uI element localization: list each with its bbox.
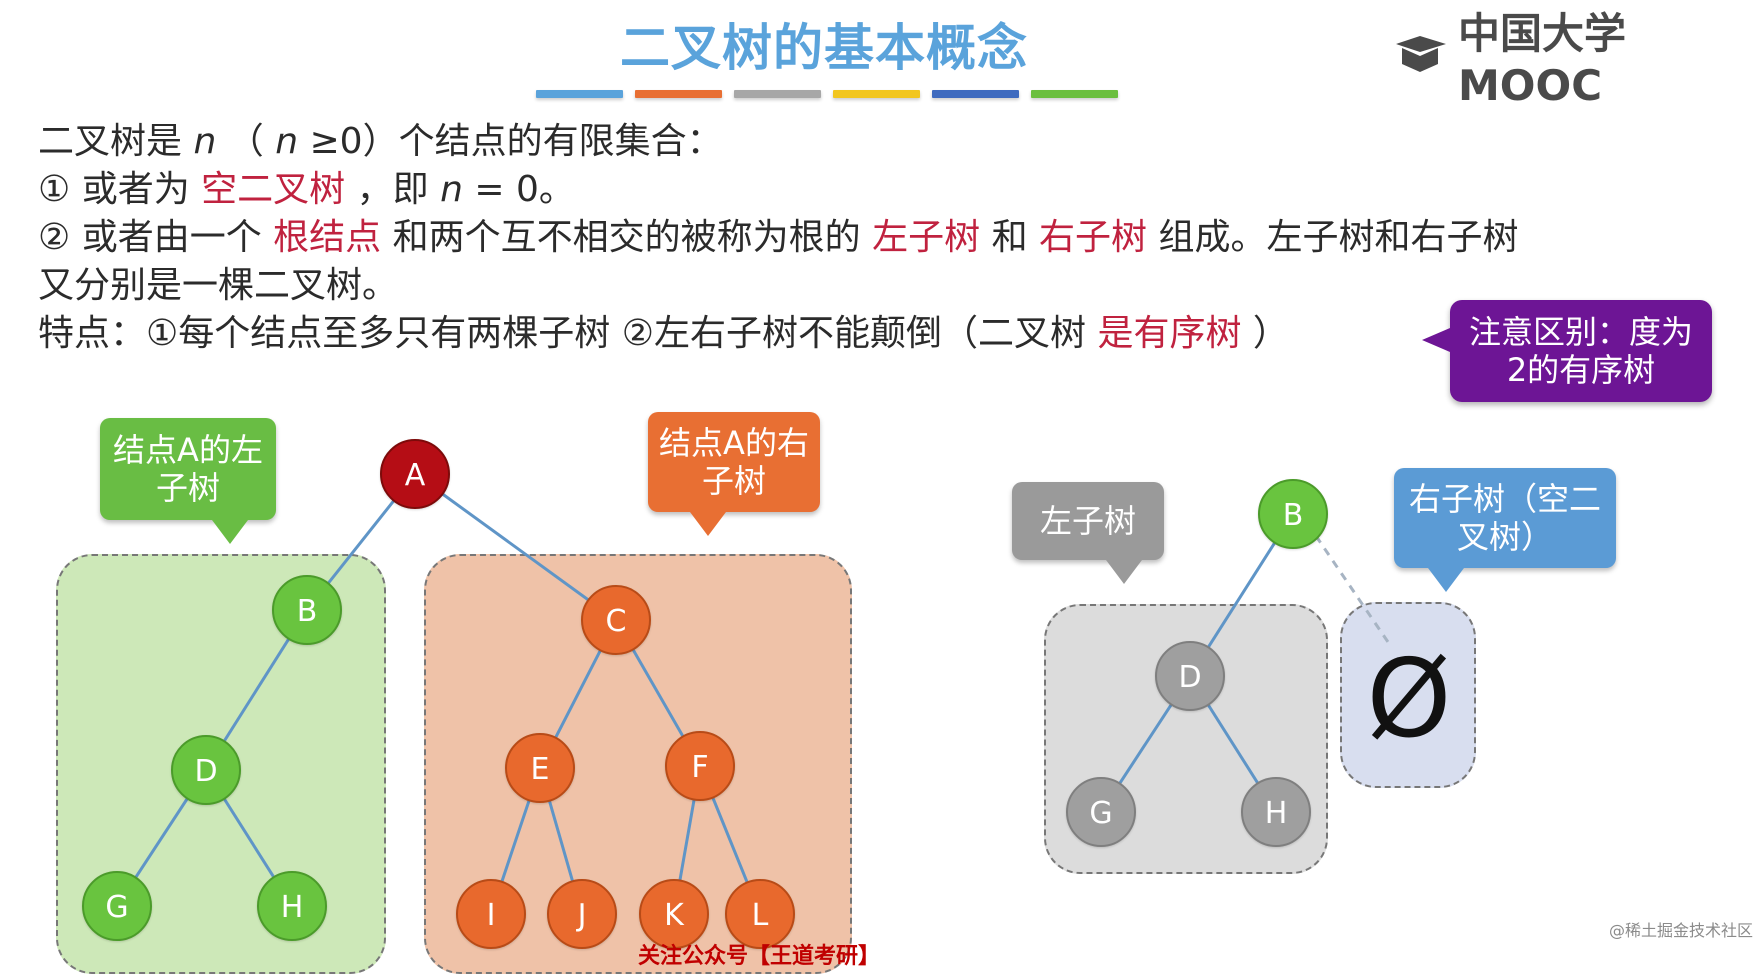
definition-line-1-n2: n [275, 121, 299, 162]
left-subtree-callout: 左子树 [1012, 482, 1164, 584]
tree-node-B-left: B [272, 575, 342, 645]
definition-line-5-part-b: ） [1252, 313, 1289, 354]
tree-node-F: F [665, 731, 735, 801]
definition-line-3-highlight-2: 左子树 [872, 217, 981, 258]
definition-line-1: 二叉树是 n （ n ≥0）个结点的有限集合： [38, 118, 1598, 166]
definition-line-2-n: n [440, 169, 463, 210]
right-subtree-empty-callout: 右子树（空二叉树） [1394, 468, 1616, 592]
mooc-logo-icon [1392, 34, 1450, 76]
accent-bars [536, 90, 1118, 98]
tree-node-E: E [505, 733, 575, 803]
bottom-partial-text: 关注公众号【王道考研】 [638, 944, 881, 969]
definition-line-1-part-b: （ [227, 121, 264, 162]
definition-line-1-part-c: ≥0）个结点的有限集合： [309, 121, 723, 162]
tree-node-H-left: H [257, 871, 327, 941]
tree-node-D-right: D [1155, 641, 1225, 711]
tree-node-L: L [725, 879, 795, 949]
definition-line-4: 又分别是一棵二叉树。 [38, 265, 399, 306]
tree-node-A: A [380, 439, 450, 509]
watermark: @稀土掘金技术社区 [1608, 921, 1753, 940]
definition-line-5-part-a: 特点：①每个结点至多只有两棵子树 ②左右子树不能颠倒（二叉树 [38, 313, 1086, 354]
definition-line-2-part-b: ，即 [356, 169, 429, 210]
tree-node-G-left: G [82, 871, 152, 941]
right-subtree-A-callout: 结点A的右子树 [648, 412, 820, 536]
tree-node-J: J [547, 879, 617, 949]
accent-bar-4 [833, 90, 920, 98]
definition-line-3-part-c: 和 [991, 217, 1028, 258]
definition-line-2-highlight: 空二叉树 [201, 169, 346, 210]
definition-text: 二叉树是 n （ n ≥0）个结点的有限集合： ① 或者为 空二叉树 ，即 n … [38, 118, 1598, 358]
definition-line-2: ① 或者为 空二叉树 ，即 n = 0。 [38, 166, 1598, 214]
page-title: 二叉树的基本概念 [620, 19, 1028, 77]
definition-line-2-part-a: ① 或者为 [38, 169, 190, 210]
definition-line-1-n: n [193, 121, 217, 162]
definition-line-3-part-b: 和两个互不相交的被称为根的 [392, 217, 861, 258]
left-subtree-A-callout: 结点A的左子树 [100, 418, 276, 544]
empty-set-icon: Ø [1366, 637, 1452, 762]
brand-logo: 中国大学MOOC [1392, 0, 1763, 110]
definition-line-5-highlight: 是有序树 [1097, 313, 1242, 354]
tree-node-C: C [581, 585, 651, 655]
tree-node-G-right: G [1066, 777, 1136, 847]
accent-bar-3 [734, 90, 821, 98]
note-callout: 注意区别：度为2的有序树 [1422, 300, 1712, 402]
definition-line-3-part-d: 组成。左子树和右子树 [1158, 217, 1519, 258]
accent-bar-1 [536, 90, 623, 98]
brand-text: 中国大学MOOC [1458, 9, 1627, 110]
tree-node-D-left: D [171, 735, 241, 805]
tree-node-H-right: H [1241, 777, 1311, 847]
definition-line-2-part-c: = 0。 [474, 169, 575, 210]
tree-node-I: I [456, 879, 526, 949]
accent-bar-2 [635, 90, 722, 98]
definition-line-3-highlight-3: 右子树 [1039, 217, 1148, 258]
definition-line-3-part-a: ② 或者由一个 [38, 217, 262, 258]
accent-bar-6 [1031, 90, 1118, 98]
definition-line-3: ② 或者由一个 根结点 和两个互不相交的被称为根的 左子树 和 右子树 组成。左… [38, 214, 1598, 262]
definition-line-1-part-a: 二叉树是 [38, 121, 183, 162]
definition-line-5: 特点：①每个结点至多只有两棵子树 ②左右子树不能颠倒（二叉树 是有序树 ） [38, 310, 1598, 358]
accent-bar-5 [932, 90, 1019, 98]
tree-node-B-right: B [1258, 479, 1328, 549]
definition-line-3-highlight-1: 根结点 [273, 217, 382, 258]
tree-node-K: K [639, 879, 709, 949]
